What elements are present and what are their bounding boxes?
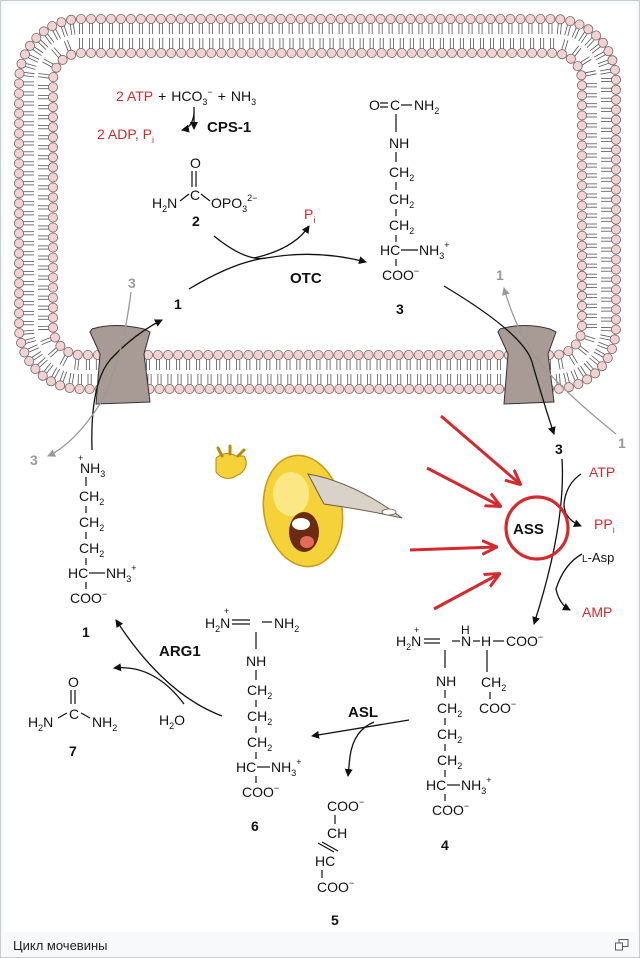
svg-text:+: + xyxy=(414,625,419,635)
svg-text:CH2: CH2 xyxy=(389,164,414,183)
arg1-enzyme: ARG1 xyxy=(159,643,201,660)
svg-text:COO−: COO− xyxy=(327,797,364,814)
svg-text:C: C xyxy=(390,97,400,113)
svg-text:HC: HC xyxy=(68,565,88,581)
svg-text:+: + xyxy=(78,453,83,463)
transport-left-top: 3 xyxy=(128,275,136,291)
transport-right-bottom: 1 xyxy=(618,435,626,451)
svg-text:O: O xyxy=(190,155,201,171)
svg-text:7: 7 xyxy=(69,743,77,759)
ass-aspartate: L-Asp xyxy=(582,550,614,565)
fumarate: COO− CH HC COO− 5 xyxy=(315,797,364,928)
svg-text:CH2: CH2 xyxy=(79,514,104,533)
svg-text:H2N: H2N xyxy=(205,615,230,634)
svg-text:COO−: COO− xyxy=(242,783,279,800)
svg-text:H2N: H2N xyxy=(152,195,177,214)
svg-text:N: N xyxy=(461,633,471,649)
right-transporter xyxy=(497,325,557,405)
urea: O C H2N NH2 7 xyxy=(28,674,117,759)
highlight-arrows xyxy=(409,414,520,611)
ass-highlight-circle xyxy=(504,495,570,561)
figure-image[interactable]: 2 ATP+HCO3−+NH3 2 ADP, Pi CPS-1 O H2N C … xyxy=(4,4,636,932)
enlarge-icon[interactable] xyxy=(615,939,629,951)
svg-text:3: 3 xyxy=(396,301,404,317)
ornithine: + NH3 CH2 CH2 CH2 HC NH3+ COO− 1 xyxy=(68,453,137,640)
svg-text:H2N: H2N xyxy=(396,633,421,652)
svg-text:NH: NH xyxy=(436,673,456,689)
svg-text:HC: HC xyxy=(426,777,446,793)
ass-ppi: PPi xyxy=(594,516,615,535)
svg-text:H: H xyxy=(461,623,470,637)
svg-text:NH2: NH2 xyxy=(414,97,439,116)
svg-text:5: 5 xyxy=(331,912,339,928)
svg-text:COO−: COO− xyxy=(382,266,419,283)
svg-text:O: O xyxy=(68,674,79,690)
svg-text:CH2: CH2 xyxy=(247,708,272,727)
svg-text:CH2: CH2 xyxy=(247,682,272,701)
svg-text:NH2: NH2 xyxy=(274,615,299,634)
svg-text:COO−: COO− xyxy=(317,878,354,895)
left-transporter xyxy=(89,325,151,405)
svg-text:C: C xyxy=(190,187,200,203)
svg-text:NH3+: NH3+ xyxy=(419,240,450,261)
svg-text:COO−: COO− xyxy=(70,589,107,606)
svg-text:CH2: CH2 xyxy=(389,191,414,210)
svg-text:HC: HC xyxy=(315,853,335,869)
ornithine-number-matrix: 1 xyxy=(174,296,182,312)
svg-text:CH2: CH2 xyxy=(437,752,462,771)
svg-text:NH: NH xyxy=(246,653,266,669)
ass-enzyme: ASS xyxy=(513,521,544,538)
arginine: + H2N NH2 NH CH2 CH2 CH2 HC NH3+ COO− 6 xyxy=(205,606,302,834)
adp-label: 2 ADP, Pi xyxy=(97,126,154,145)
svg-text:NH3+: NH3+ xyxy=(271,757,302,778)
svg-text:NH3+: NH3+ xyxy=(461,775,492,796)
svg-text:HC: HC xyxy=(236,759,256,775)
ass-atp: ATP xyxy=(589,464,615,480)
svg-text:COO−: COO− xyxy=(506,632,543,649)
svg-text:HC: HC xyxy=(380,242,400,258)
svg-text:OPO32−: OPO32− xyxy=(211,193,257,214)
svg-text:H: H xyxy=(481,633,491,649)
arg1-water: H2O xyxy=(159,712,185,731)
svg-text:COO−: COO− xyxy=(432,801,469,818)
laughing-emoji-icon xyxy=(215,444,403,568)
otc-enzyme: OTC xyxy=(290,270,322,287)
citrulline: O C NH2 NH CH2 CH2 CH2 HC NH3+ COO− 3 xyxy=(369,97,450,317)
svg-text:6: 6 xyxy=(251,818,259,834)
svg-text:COO−: COO− xyxy=(479,699,516,716)
svg-text:CH2: CH2 xyxy=(79,540,104,559)
svg-text:O: O xyxy=(369,97,380,113)
svg-text:C: C xyxy=(69,706,79,722)
svg-text:CH2: CH2 xyxy=(247,734,272,753)
argininosuccinate: + H2N N H H COO− CH2 COO− NH CH2 CH2 CH2… xyxy=(396,623,543,853)
ass-amp: AMP xyxy=(582,604,612,620)
svg-text:+: + xyxy=(224,606,229,616)
cell-membrane xyxy=(13,13,622,394)
svg-text:CH2: CH2 xyxy=(79,488,104,507)
urea-cycle-diagram: 2 ATP+HCO3−+NH3 2 ADP, Pi CPS-1 O H2N C … xyxy=(13,13,626,928)
svg-text:CH: CH xyxy=(327,825,347,841)
svg-text:NH3+: NH3+ xyxy=(106,563,137,584)
cps1-enzyme: CPS-1 xyxy=(207,119,251,136)
svg-text:CH2: CH2 xyxy=(481,674,506,693)
atp-label: 2 ATP+HCO3−+NH3 xyxy=(116,87,256,107)
svg-text:H2N: H2N xyxy=(28,714,53,733)
transport-right-top: 1 xyxy=(496,267,504,283)
figure-caption: Цикл мочевины xyxy=(13,938,108,953)
svg-text:NH3: NH3 xyxy=(80,460,105,479)
svg-text:4: 4 xyxy=(441,837,449,853)
otc-pi: Pi xyxy=(304,206,315,225)
transport-left-bottom: 3 xyxy=(30,452,38,468)
svg-text:NH2: NH2 xyxy=(92,714,117,733)
svg-text:CH2: CH2 xyxy=(437,700,462,719)
asl-enzyme: ASL xyxy=(348,704,378,721)
svg-text:2: 2 xyxy=(192,213,200,229)
carbamoyl-phosphate: O H2N C OPO32− 2 xyxy=(152,155,257,229)
citrulline-cytosol-number: 3 xyxy=(555,441,563,457)
svg-text:1: 1 xyxy=(82,624,90,640)
svg-text:CH2: CH2 xyxy=(437,726,462,745)
svg-text:NH: NH xyxy=(389,135,409,151)
svg-text:CH2: CH2 xyxy=(389,217,414,236)
